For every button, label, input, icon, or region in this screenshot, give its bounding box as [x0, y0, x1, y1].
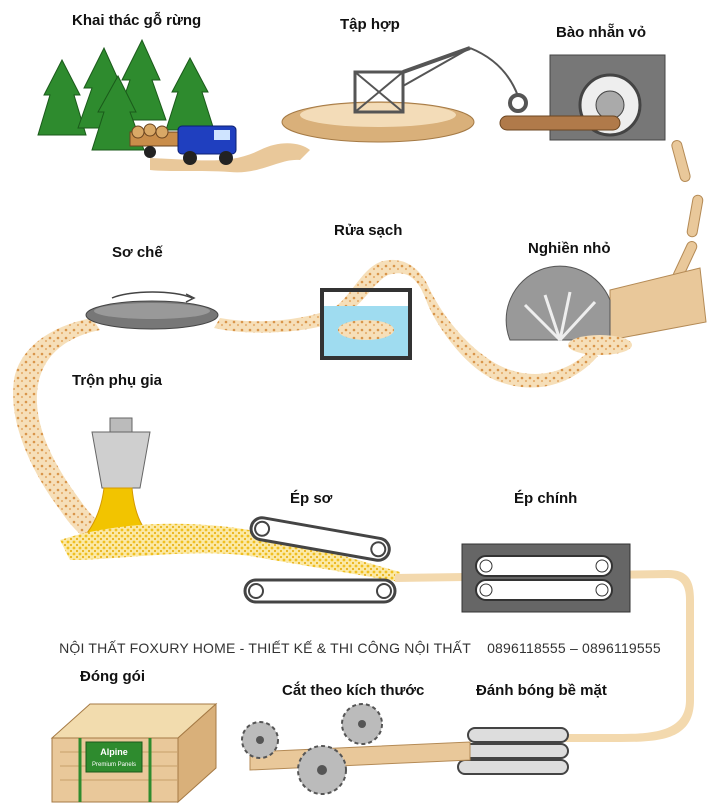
label-harvest: Khai thác gỗ rừng [72, 12, 202, 29]
package-label-box [85, 741, 143, 773]
sawdust-stream [214, 259, 598, 388]
sawdust-flow-left [13, 318, 151, 556]
label-pack: Đóng gói [80, 668, 145, 685]
glued-particles [60, 523, 400, 582]
banner-company: NỘI THẤT FOXURY HOME - THIẾT KẾ & THI CÔ… [59, 640, 471, 656]
packaged-stack [50, 702, 218, 804]
package-brand: Alpine [100, 747, 128, 757]
label-collect: Tập hợp [340, 16, 400, 33]
wash-tank [320, 288, 412, 360]
label-polish: Đánh bóng bề mặt [476, 682, 607, 699]
log-truck [129, 123, 237, 165]
polish-rollers [457, 727, 569, 775]
saw-blades [241, 703, 383, 795]
label-prepress: Ép sơ [290, 490, 333, 507]
label-mainpress: Ép chính [514, 490, 578, 507]
label-wash: Rửa sạch [334, 222, 403, 239]
label-debark: Bào nhẵn vỏ [556, 24, 647, 41]
dirt-road [150, 143, 310, 173]
prepress-belts [243, 516, 397, 604]
label-preprocess: Sơ chế [112, 244, 163, 261]
main-press [461, 543, 631, 613]
crane-yard [281, 46, 528, 143]
package-subtitle: Premium Panels [92, 762, 136, 768]
label-cut: Cắt theo kích thước [282, 682, 425, 699]
label-grind: Nghiền nhỏ [528, 240, 611, 257]
debarker-machine [499, 54, 666, 141]
banner-phones: 0896118555 – 0896119555 [487, 640, 661, 656]
label-mix: Trộn phụ gia [72, 372, 162, 389]
cut-boards [249, 741, 471, 771]
company-banner: NỘI THẤT FOXURY HOME - THIẾT KẾ & THI CÔ… [0, 640, 720, 656]
grinder-machine [505, 265, 707, 355]
preprocess-disc [85, 291, 219, 330]
debarked-logs [671, 140, 704, 282]
